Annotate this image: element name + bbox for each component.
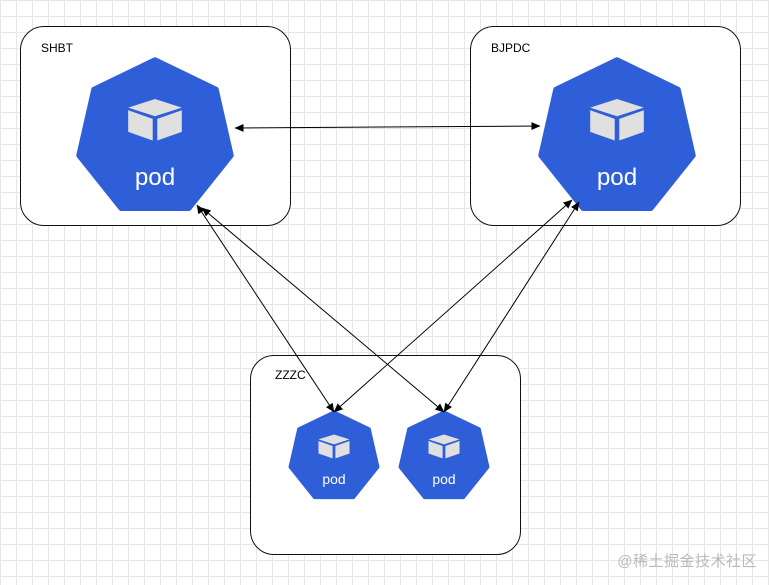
pod-label: pod: [597, 164, 637, 191]
connector-bjpdc-zzzc-2: [443, 201, 580, 413]
pod-zzzc-2: pod: [398, 410, 490, 500]
edges-layer: [196, 122, 580, 413]
pod-heptagon: [538, 57, 696, 212]
connector-shbt-bjpdc: [234, 122, 541, 132]
watermark: @稀土掘金技术社区: [617, 553, 757, 570]
connector-bjpdc-zzzc-1: [333, 199, 573, 413]
cube-icon: [428, 434, 460, 459]
pod-heptagon: [288, 410, 380, 500]
cluster-label-shbt: SHBT: [41, 41, 74, 55]
pod-label: pod: [432, 471, 455, 487]
connector-shbt-zzzc-2: [201, 207, 445, 413]
cube-icon: [128, 99, 182, 141]
pod-heptagon: [76, 57, 234, 212]
connector-shbt-zzzc-1: [196, 204, 335, 413]
cube-icon: [590, 99, 644, 141]
cube-icon: [318, 434, 350, 459]
cluster-label-bjpdc: BJPDC: [491, 41, 531, 55]
pod-bjpdc: pod: [538, 57, 696, 212]
pods-layer: pod pod pod pod: [76, 57, 696, 500]
pod-label: pod: [322, 471, 345, 487]
pod-heptagon: [398, 410, 490, 500]
pod-shbt: pod: [76, 57, 234, 212]
pod-zzzc-1: pod: [288, 410, 380, 500]
pod-label: pod: [135, 164, 175, 191]
